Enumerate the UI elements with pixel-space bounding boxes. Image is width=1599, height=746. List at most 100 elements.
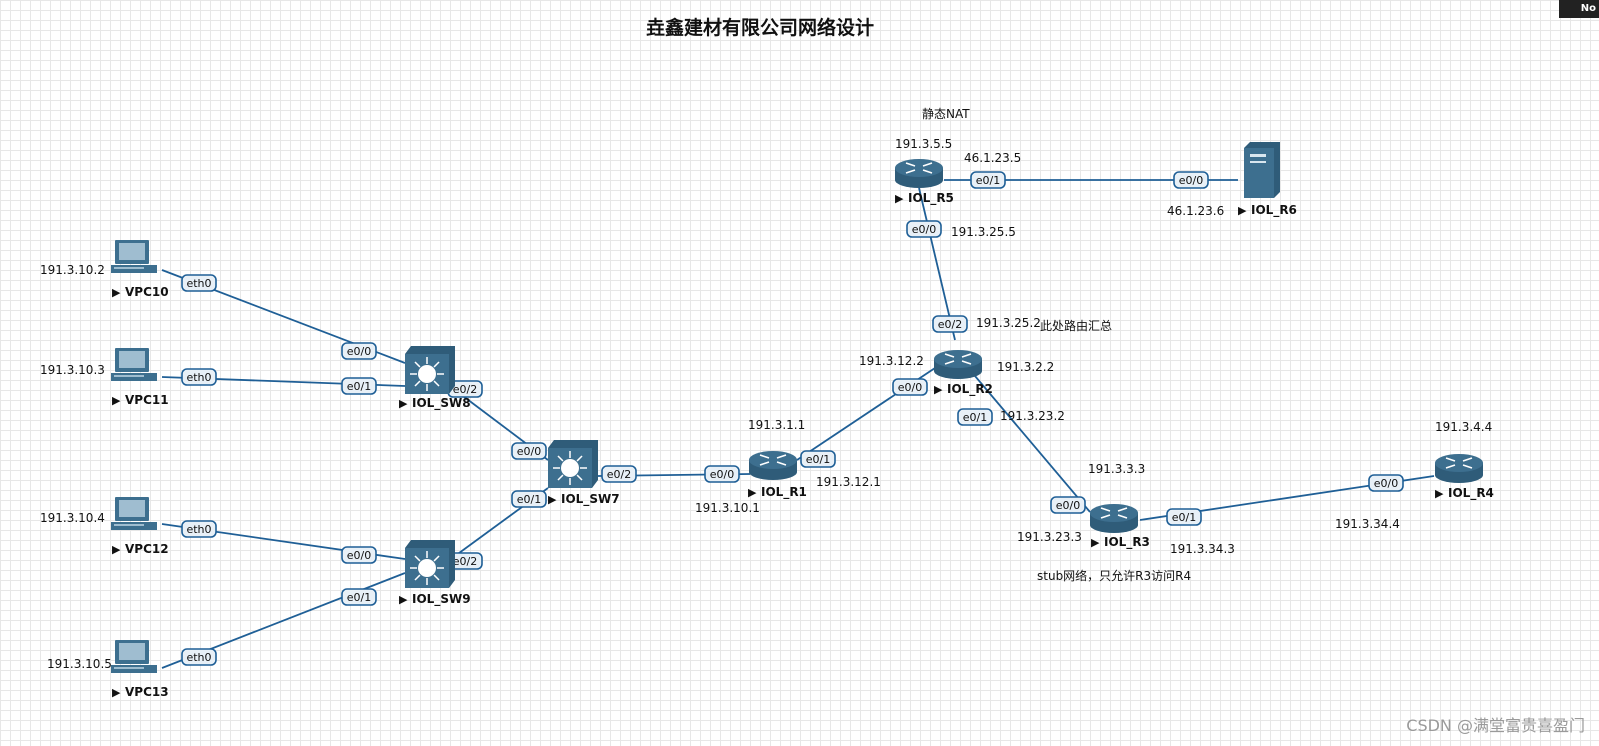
device-vpc12[interactable]: ▶VPC12 (111, 497, 169, 556)
play-icon[interactable]: ▶ (548, 493, 557, 506)
device-r6[interactable]: ▶IOL_R6 (1238, 142, 1297, 218)
ip-address-label: 191.3.10.1 (695, 501, 760, 515)
port-badge[interactable] (957, 408, 993, 426)
port-badge[interactable] (932, 315, 968, 333)
play-icon[interactable]: ▶ (399, 397, 408, 410)
drive-slot (114, 375, 144, 377)
port-label-r2[interactable]: e0/1 (957, 408, 993, 426)
drive-slot (114, 524, 144, 526)
device-r3[interactable]: ▶IOL_R3 (1090, 504, 1150, 550)
port-label-sw7[interactable]: e0/1 (511, 490, 547, 508)
router-arrow (1117, 507, 1128, 512)
port-badge[interactable] (1050, 496, 1086, 514)
port-badge[interactable] (704, 465, 740, 483)
port-label-vpc10[interactable]: eth0 (181, 274, 217, 292)
router-arrow (905, 162, 916, 167)
port-badge[interactable] (892, 378, 928, 396)
port-label-r3[interactable]: e0/0 (1050, 496, 1086, 514)
port-badge[interactable] (341, 342, 377, 360)
watermark: CSDN @满堂富贵喜盈门 (1406, 716, 1585, 735)
device-vpc11[interactable]: ▶VPC11 (111, 348, 169, 407)
port-label-r2[interactable]: e0/2 (932, 315, 968, 333)
port-label-sw9[interactable]: e0/1 (341, 588, 377, 606)
screen-shape (119, 500, 145, 517)
port-badge[interactable] (511, 442, 547, 460)
screen-shape (119, 243, 145, 260)
device-sw8[interactable]: ▶IOL_SW8 (399, 346, 471, 411)
port-label-sw8[interactable]: e0/2 (447, 380, 483, 398)
play-icon[interactable]: ▶ (895, 192, 904, 205)
port-label-r6[interactable]: e0/0 (1173, 171, 1209, 189)
port-label-r5[interactable]: e0/0 (906, 220, 942, 238)
port-badge[interactable] (1173, 171, 1209, 189)
port-name: e0/0 (710, 468, 734, 481)
port-label-vpc13[interactable]: eth0 (181, 648, 217, 666)
play-icon[interactable]: ▶ (399, 593, 408, 606)
port-name: e0/1 (976, 174, 1000, 187)
port-name: e0/0 (347, 549, 371, 562)
device-sw9[interactable]: ▶IOL_SW9 (399, 540, 471, 607)
port-label-sw7[interactable]: e0/0 (511, 442, 547, 460)
port-badge[interactable] (181, 368, 217, 386)
play-icon[interactable]: ▶ (112, 543, 121, 556)
port-badge[interactable] (181, 648, 217, 666)
port-label-sw8[interactable]: e0/0 (341, 342, 377, 360)
ip-address-label: 191.3.2.2 (997, 360, 1055, 374)
play-icon[interactable]: ▶ (934, 383, 943, 396)
device-vpc13[interactable]: ▶VPC13 (111, 640, 169, 699)
device-r2[interactable]: ▶IOL_R2 (934, 350, 993, 397)
router-top (1090, 504, 1138, 522)
link-r2-r3[interactable] (974, 375, 1091, 513)
device-r4[interactable]: ▶IOL_R4 (1435, 454, 1494, 501)
device-vpc10[interactable]: ▶VPC10 (111, 240, 169, 299)
ip-address-label: 191.3.25.5 (951, 225, 1016, 239)
router-arrow (1445, 457, 1456, 462)
port-badge[interactable] (181, 520, 217, 538)
port-badge[interactable] (601, 465, 637, 483)
port-badge[interactable] (181, 274, 217, 292)
play-icon[interactable]: ▶ (112, 286, 121, 299)
port-badge[interactable] (341, 546, 377, 564)
device-r1[interactable]: ▶IOL_R1 (748, 451, 807, 500)
port-badge[interactable] (800, 450, 836, 468)
switch-arrow (433, 361, 440, 368)
port-label-sw7[interactable]: e0/2 (601, 465, 637, 483)
port-label-r1[interactable]: e0/1 (800, 450, 836, 468)
port-name: e0/1 (517, 493, 541, 506)
port-name: e0/0 (898, 381, 922, 394)
port-badge[interactable] (511, 490, 547, 508)
port-label-vpc12[interactable]: eth0 (181, 520, 217, 538)
port-badge[interactable] (341, 588, 377, 606)
router-arrow (922, 162, 933, 167)
play-icon[interactable]: ▶ (748, 486, 757, 499)
notification-badge[interactable]: No (1559, 0, 1599, 18)
port-label-vpc11[interactable]: eth0 (181, 368, 217, 386)
port-badge[interactable] (1166, 508, 1202, 526)
switch-hub (561, 459, 579, 477)
play-icon[interactable]: ▶ (1435, 487, 1444, 500)
port-label-r2[interactable]: e0/0 (892, 378, 928, 396)
router-bottom (749, 464, 797, 480)
port-label-r5[interactable]: e0/1 (970, 171, 1006, 189)
device-r5[interactable]: ▶IOL_R5 (895, 159, 954, 206)
play-icon[interactable]: ▶ (112, 686, 121, 699)
port-badge[interactable] (970, 171, 1006, 189)
port-label-sw8[interactable]: e0/1 (341, 377, 377, 395)
switch-arrow (414, 555, 421, 562)
play-icon[interactable]: ▶ (1091, 536, 1100, 549)
port-badge[interactable] (1368, 474, 1404, 492)
port-name: eth0 (186, 277, 211, 290)
port-badge[interactable] (906, 220, 942, 238)
play-icon[interactable]: ▶ (1238, 204, 1247, 217)
switch-arrow (576, 474, 583, 481)
link-r2-r5[interactable] (918, 187, 956, 341)
port-label-r1[interactable]: e0/0 (704, 465, 740, 483)
port-label-r3[interactable]: e0/1 (1166, 508, 1202, 526)
play-icon[interactable]: ▶ (112, 394, 121, 407)
router-arrow (1462, 457, 1473, 462)
port-label-r4[interactable]: e0/0 (1368, 474, 1404, 492)
device-sw7[interactable]: ▶IOL_SW7 (548, 440, 620, 507)
port-label-sw9[interactable]: e0/0 (341, 546, 377, 564)
server-bay (1250, 154, 1266, 157)
port-badge[interactable] (341, 377, 377, 395)
